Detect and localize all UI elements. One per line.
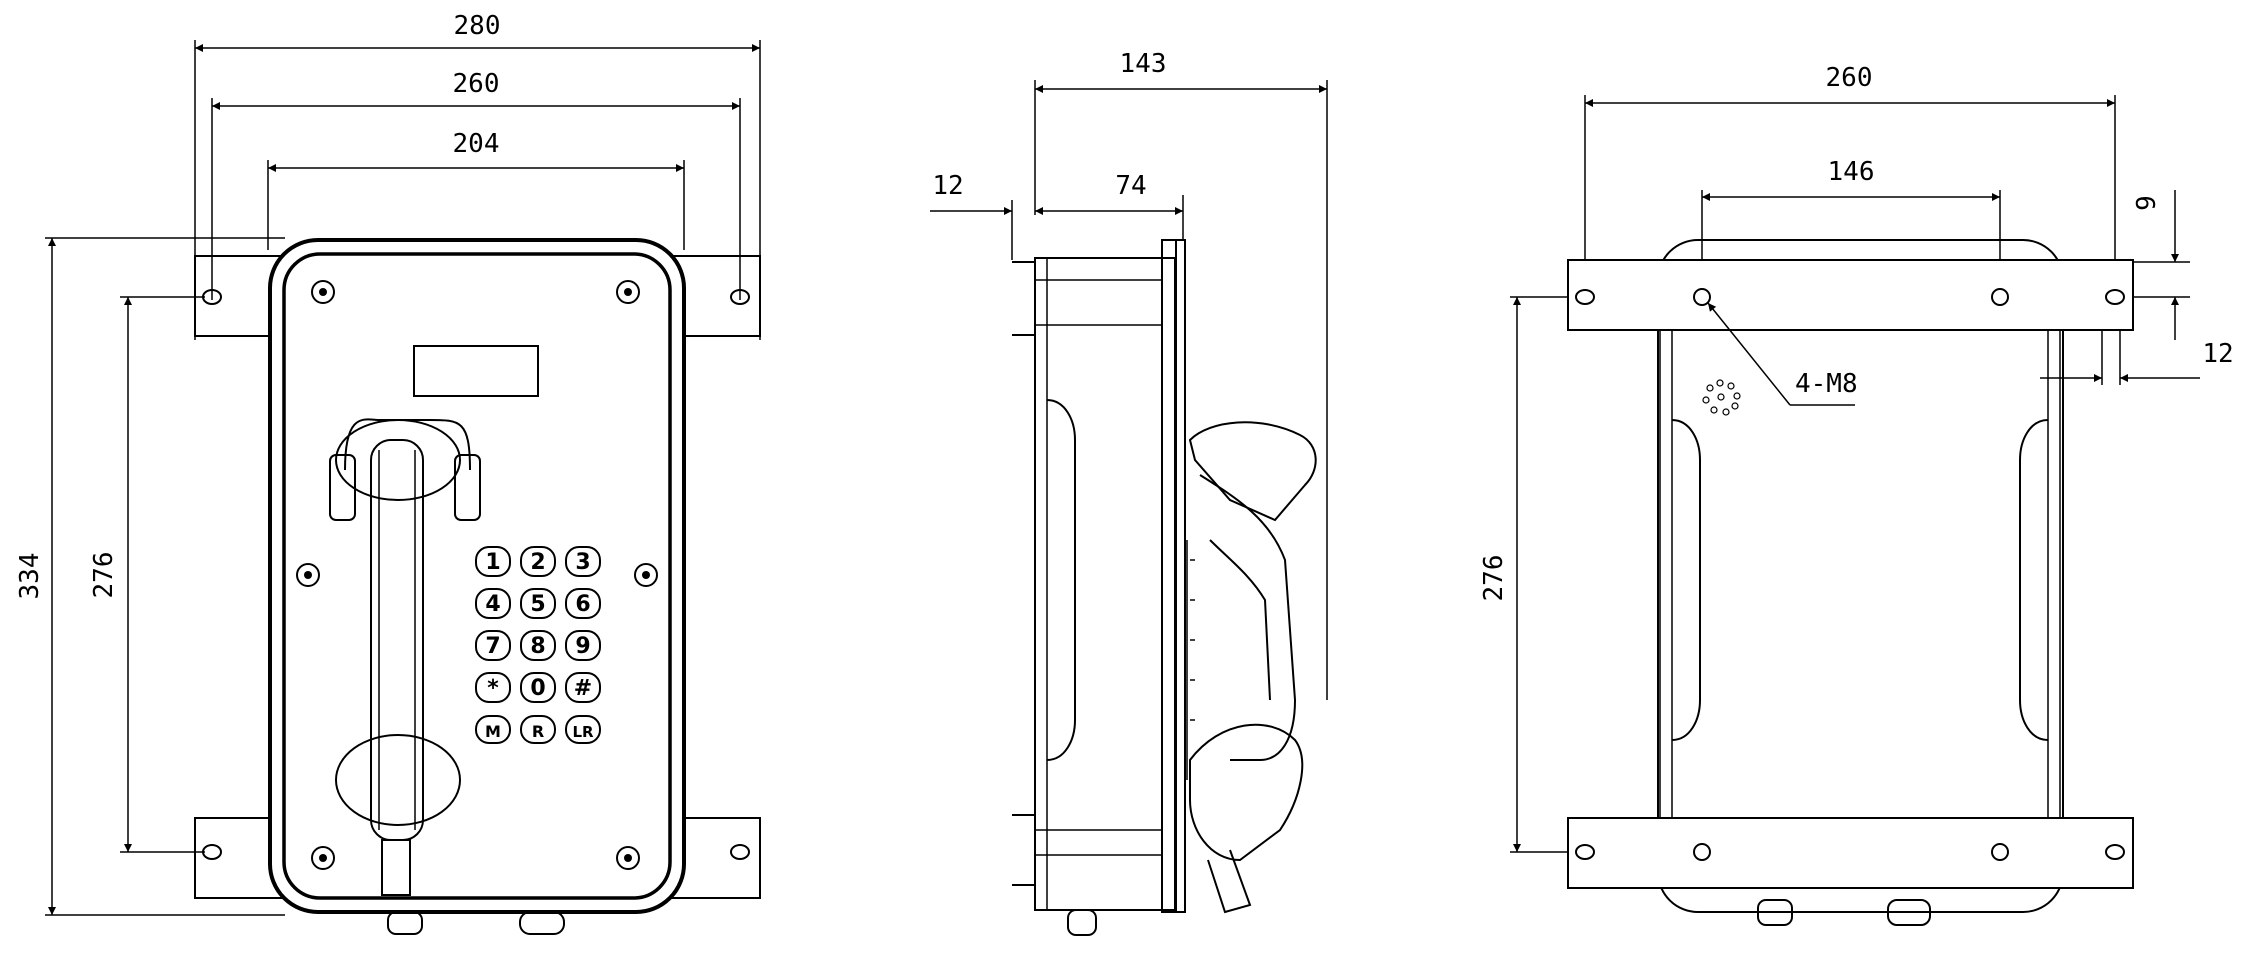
dimension-body-width: 204 xyxy=(267,129,685,250)
key-5[interactable]: 5 xyxy=(520,588,556,619)
dim-rear-276-label: 276 xyxy=(1479,555,1509,602)
rear-view: 260 146 9 12 276 xyxy=(1479,63,2234,926)
key-4[interactable]: 4 xyxy=(475,588,511,619)
svg-text:9: 9 xyxy=(575,634,590,659)
svg-text:8: 8 xyxy=(530,634,545,659)
key-9[interactable]: 9 xyxy=(565,630,601,661)
key-6[interactable]: 6 xyxy=(565,588,601,619)
side-view: 143 74 12 xyxy=(930,49,1328,936)
dimension-bracket-gap: 12 xyxy=(2040,300,2234,385)
display-window xyxy=(413,345,539,397)
dim-204-label: 204 xyxy=(453,129,500,159)
svg-text:1: 1 xyxy=(485,550,500,575)
svg-text:7: 7 xyxy=(485,634,500,659)
key-2[interactable]: 2 xyxy=(520,546,556,577)
key-1[interactable]: 1 xyxy=(475,546,511,577)
handset-side xyxy=(1186,421,1317,914)
svg-text:5: 5 xyxy=(530,592,545,617)
key-m[interactable]: M xyxy=(475,715,511,744)
dim-280-label: 280 xyxy=(454,11,501,41)
dim-12-label: 12 xyxy=(932,171,963,201)
dim-9-label: 9 xyxy=(2132,195,2162,211)
phone-body-front xyxy=(268,238,686,935)
dimension-inner-holes: 146 xyxy=(1701,157,2001,300)
dimension-hole-height: 276 xyxy=(89,296,205,853)
svg-text:4: 4 xyxy=(485,592,500,617)
phone-body-side xyxy=(1012,239,1186,936)
dimension-overall-height: 334 xyxy=(15,237,285,916)
svg-text:R: R xyxy=(532,722,544,741)
svg-text:LR: LR xyxy=(572,723,594,741)
svg-text:*: * xyxy=(487,676,499,701)
callout-mounting-holes: 4-M8 xyxy=(1707,302,1858,406)
svg-text:3: 3 xyxy=(575,550,590,575)
dimension-hole-offset: 9 xyxy=(2130,190,2190,340)
key-3[interactable]: 3 xyxy=(565,546,601,577)
svg-text:M: M xyxy=(485,722,501,741)
key-7[interactable]: 7 xyxy=(475,630,511,661)
dim-260-label: 260 xyxy=(453,69,500,99)
key-hash[interactable]: # xyxy=(565,672,601,703)
svg-text:2: 2 xyxy=(530,550,545,575)
phone-body-rear xyxy=(1567,239,2134,926)
dimension-depth: 143 xyxy=(1034,49,1328,700)
keypad: 1 2 3 4 5 6 7 8 9 * 0 # M R LR xyxy=(475,546,601,744)
dim-rear-12-label: 12 xyxy=(2202,339,2233,369)
dimension-bracket: 12 xyxy=(930,171,1013,260)
speaker-grille xyxy=(1702,379,1741,416)
dim-74-label: 74 xyxy=(1115,171,1146,201)
svg-text:0: 0 xyxy=(530,676,545,701)
dimension-hole-spacing: 260 xyxy=(211,69,741,300)
key-0[interactable]: 0 xyxy=(520,672,556,703)
key-r[interactable]: R xyxy=(520,715,556,744)
svg-text:#: # xyxy=(574,676,592,701)
dim-rear-260-label: 260 xyxy=(1826,63,1873,93)
callout-4-m8-label: 4-M8 xyxy=(1795,369,1858,399)
svg-text:6: 6 xyxy=(575,592,590,617)
dim-143-label: 143 xyxy=(1120,49,1167,79)
dimension-rear-hole-height: 276 xyxy=(1479,296,1590,853)
handset-front xyxy=(329,418,481,896)
dimension-body-depth: 74 xyxy=(1035,171,1184,240)
key-star[interactable]: * xyxy=(475,672,511,703)
dim-276-label: 276 xyxy=(89,552,119,599)
dim-334-label: 334 xyxy=(15,553,45,600)
front-view: 280 260 204 334 276 xyxy=(15,11,761,935)
key-8[interactable]: 8 xyxy=(520,630,556,661)
dim-146-label: 146 xyxy=(1828,157,1875,187)
key-lr[interactable]: LR xyxy=(565,715,601,744)
